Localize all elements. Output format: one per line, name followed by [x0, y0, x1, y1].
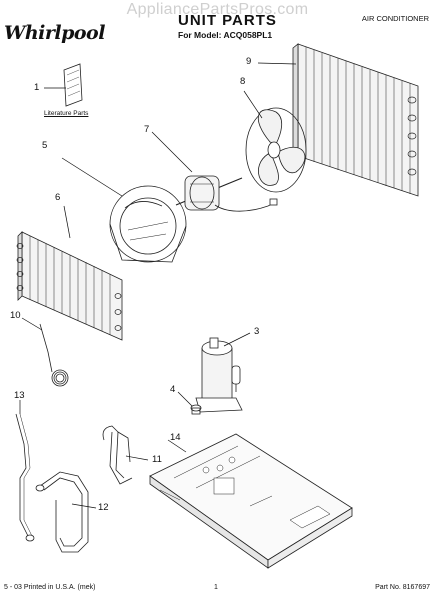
callout-3: 3 — [254, 326, 260, 337]
evaporator-coil — [16, 231, 123, 341]
callout-7: 7 — [144, 124, 150, 135]
callout-11: 11 — [152, 454, 162, 465]
suction-tube — [15, 413, 35, 542]
brand-logo: Whirlpool — [4, 22, 105, 44]
fan-motor — [175, 175, 278, 212]
footer-print-info: 5 - 03 Printed in U.S.A. (mek) — [4, 584, 96, 591]
callout-14: 14 — [170, 432, 181, 443]
footer-page-number: 1 — [214, 584, 218, 591]
tube-bracket — [102, 425, 133, 485]
literature-parts-label: Literature Parts — [44, 110, 89, 117]
watermark: AppliancePartsPros.com — [126, 1, 309, 18]
callout-8: 8 — [240, 76, 246, 87]
compressor — [195, 337, 243, 413]
base-pan — [149, 433, 353, 569]
leader-lines — [19, 62, 297, 509]
callout-13: 13 — [14, 390, 25, 401]
literature-booklet — [63, 63, 83, 107]
discharge-tube — [35, 471, 89, 553]
callout-9: 9 — [246, 56, 252, 67]
blower-housing — [109, 185, 187, 263]
category-label: AIR CONDITIONER — [361, 14, 429, 23]
footer-part-number: Part No. 8167697 — [375, 584, 430, 591]
callout-4: 4 — [170, 384, 176, 395]
condenser-coil — [292, 43, 419, 197]
page-title: UNIT PARTS — [178, 12, 277, 29]
model-line: For Model: ACQ058PL1 — [178, 30, 273, 40]
callout-12: 12 — [98, 502, 109, 513]
callout-10: 10 — [10, 310, 21, 321]
fan-blade — [245, 107, 307, 193]
callout-1: 1 — [34, 82, 40, 93]
mounting-grommet — [190, 404, 202, 415]
capillary-tube — [39, 323, 69, 387]
callout-5: 5 — [42, 140, 48, 151]
callout-6: 6 — [55, 192, 61, 203]
